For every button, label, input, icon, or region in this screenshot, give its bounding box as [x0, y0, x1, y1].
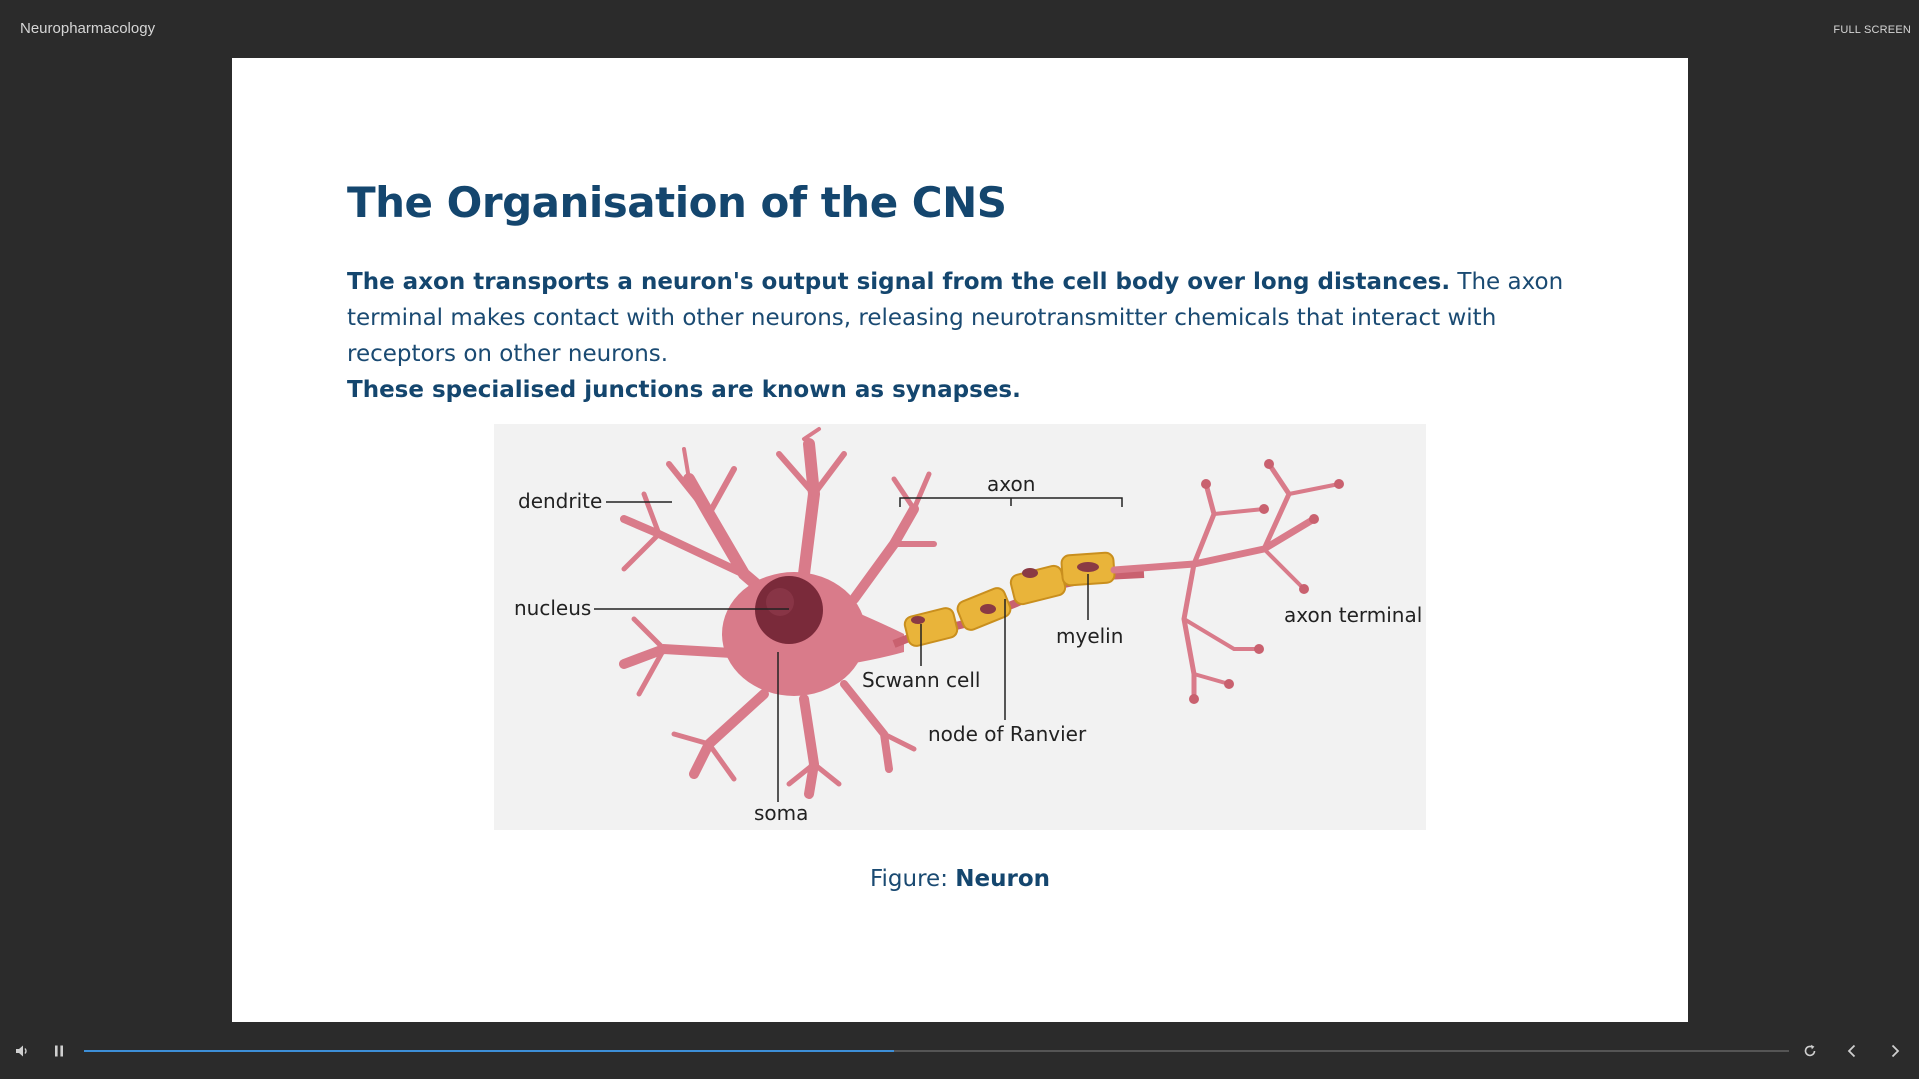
- label-leader-lines: [594, 497, 1123, 802]
- replay-icon: [1804, 1044, 1816, 1057]
- dendrites: [619, 427, 937, 799]
- nucleus-highlight: [766, 588, 794, 616]
- body-bold-intro: The axon transports a neuron's output si…: [347, 269, 1451, 295]
- progress-bar[interactable]: [84, 1050, 1789, 1052]
- axon-terminal-branches: [1110, 461, 1341, 702]
- figure-caption: Figure: Neuron: [232, 866, 1688, 892]
- axon-hillock: [849, 609, 904, 664]
- body-bold-synapses: These specialised junctions are known as…: [347, 377, 1021, 403]
- slide: The Organisation of the CNS The axon tra…: [232, 58, 1688, 1022]
- player-control-bar: [0, 1036, 1919, 1066]
- pause-icon: [55, 1045, 63, 1057]
- label-myelin: myelin: [1056, 624, 1123, 648]
- replay-button[interactable]: [1795, 1036, 1825, 1066]
- slide-title: The Organisation of the CNS: [347, 178, 1007, 227]
- label-schwann-cell: Scwann cell: [862, 668, 980, 692]
- terminal-buttons: [1189, 459, 1344, 704]
- progress-fill: [84, 1050, 894, 1052]
- caption-prefix: Figure:: [869, 866, 956, 892]
- label-dendrite: dendrite: [518, 489, 602, 513]
- previous-icon: [1847, 1044, 1856, 1058]
- slide-body: The axon transports a neuron's output si…: [347, 264, 1577, 408]
- label-soma: soma: [754, 801, 808, 825]
- volume-icon: [16, 1045, 27, 1057]
- fullscreen-button[interactable]: FULL SCREEN: [1833, 24, 1911, 36]
- neuron-figure: dendrite nucleus axon axon terminal myel…: [494, 424, 1426, 830]
- pause-button[interactable]: [44, 1036, 74, 1066]
- app-title: Neuropharmacology: [20, 20, 156, 37]
- neuron-diagram: dendrite nucleus axon axon terminal myel…: [514, 427, 1422, 825]
- label-node-of-ranvier: node of Ranvier: [928, 722, 1087, 746]
- caption-title: Neuron: [955, 866, 1051, 892]
- volume-button[interactable]: [7, 1036, 37, 1066]
- label-axon: axon: [987, 472, 1035, 496]
- next-button[interactable]: [1880, 1036, 1910, 1066]
- body-text: The axon terminal makes contact with oth…: [347, 269, 1564, 367]
- next-icon: [1891, 1044, 1900, 1058]
- label-axon-terminal: axon terminal: [1284, 603, 1422, 627]
- previous-button[interactable]: [1837, 1036, 1867, 1066]
- label-nucleus: nucleus: [514, 596, 591, 620]
- schwann-nuclei: [911, 562, 1099, 624]
